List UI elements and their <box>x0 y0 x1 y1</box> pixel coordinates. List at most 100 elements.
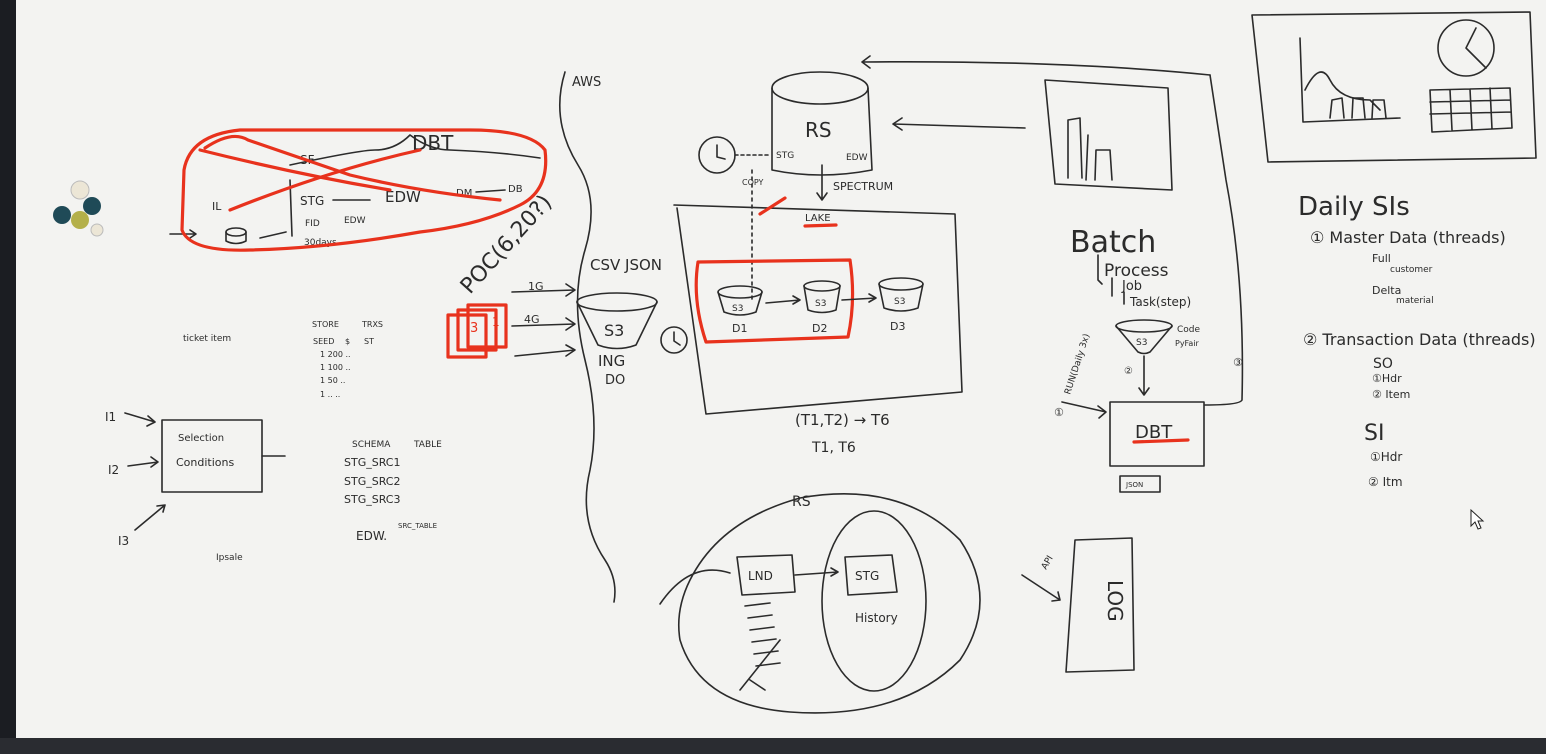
task-label: Task(step) <box>1129 295 1191 309</box>
edw-note-label: SRC_TABLE <box>398 522 437 530</box>
daily-so: SO <box>1373 356 1393 372</box>
days-label: 30days <box>304 238 337 248</box>
s3-d3: S3 <box>894 297 905 307</box>
il-label: IL <box>212 200 222 213</box>
arrow-4g-label: 4G <box>524 313 540 326</box>
process-label: Process <box>1104 261 1169 281</box>
dbt-box <box>1109 401 1205 467</box>
bi-section: ③ <box>861 55 1244 406</box>
table-label: TABLE <box>413 440 442 450</box>
daily-si-hdr: ①Hdr <box>1370 450 1402 464</box>
circled-2-label: ② <box>1124 366 1133 377</box>
stg-label: STG <box>300 194 324 208</box>
lake-section: LAKE S3 D1 S3 D2 S3 D3 <box>673 196 963 415</box>
circled-3-label: ③ <box>1233 356 1243 369</box>
i2-label: I2 <box>108 463 119 477</box>
schema-label: SCHEMA <box>352 440 391 450</box>
stg-src3-label: STG_SRC3 <box>344 493 400 506</box>
edw-label: EDW <box>385 188 421 206</box>
daily-item1a: Full <box>1372 252 1391 265</box>
rs-edw-label: EDW <box>846 153 868 163</box>
daily-item2: ② Transaction Data (threads) <box>1303 330 1536 349</box>
ingestion-section: CSV JSON S3 ING DO <box>576 256 688 388</box>
d1-label: D1 <box>732 322 747 335</box>
i1-label: I1 <box>105 410 116 424</box>
redshift-section: RS STG EDW SPECTRUM COPY <box>698 71 893 301</box>
stg-src2-label: STG_SRC2 <box>344 475 400 488</box>
batch-section: Batch Process Job Task(step) S3 Code PyF… <box>1021 225 1205 673</box>
d3-label: D3 <box>890 320 905 333</box>
batch-s3-label: S3 <box>1136 338 1147 348</box>
board-bottom-frame <box>0 738 1546 754</box>
clock-icon <box>660 326 688 354</box>
ipsale-label: Ipsale <box>216 553 243 563</box>
fid-label: FID <box>305 219 320 229</box>
daily-si: SI <box>1364 421 1384 446</box>
rs-label: RS <box>805 118 832 142</box>
daily-item1b: customer <box>1390 265 1433 275</box>
d2-label: D2 <box>812 322 827 335</box>
daily-si-itm: ② Itm <box>1368 475 1403 489</box>
stg-circle-label: STG <box>855 569 879 583</box>
rs-stg-label: STG <box>776 151 794 161</box>
crossed-out-diagram: DBT SF IL STG EDW DM DB FID EDW 30days <box>169 128 548 252</box>
circled-1-label: ① <box>1054 406 1064 419</box>
code-label: Code <box>1177 325 1201 335</box>
daily-item1: ① Master Data (threads) <box>1310 228 1506 247</box>
poc-box-num: 3 <box>470 321 478 336</box>
poc-box-num2: 1 <box>492 315 500 329</box>
lnd-label: LND <box>748 569 773 583</box>
lake-label: LAKE <box>805 213 831 224</box>
log-label: LOG <box>1103 580 1127 622</box>
mouse-pointer-icon <box>1470 508 1485 530</box>
seed-header: SEED <box>313 337 334 346</box>
formula-label: (T1,T2) → T6 <box>795 411 890 429</box>
s3-ing-label: S3 <box>604 321 624 340</box>
note-row: 1 50 .. <box>320 376 345 385</box>
formula2-label: T1, T6 <box>811 440 856 456</box>
s3-d1: S3 <box>732 304 743 314</box>
daily-so-item: ② Item <box>1372 388 1410 401</box>
stg-src1-label: STG_SRC1 <box>344 456 400 469</box>
col-b-header: ST <box>364 337 374 346</box>
daily-title: Daily SIs <box>1298 192 1410 222</box>
left-notes: ticket item STORE TRXS SEED $ ST 1 200 .… <box>105 320 442 563</box>
ing-label: ING <box>598 352 625 370</box>
job-label: Job <box>1121 279 1142 294</box>
json-label: JSON <box>1125 481 1143 489</box>
daily-item1d: material <box>1396 296 1434 306</box>
dashboard-sketch <box>1251 11 1537 163</box>
selection-label: Selection <box>178 433 224 444</box>
store-header: STORE <box>312 320 339 329</box>
note-row: 1 200 .. <box>320 350 351 359</box>
note-row: 1 .. .. <box>320 390 340 399</box>
col-a-header: $ <box>345 337 350 346</box>
aws-label: AWS <box>572 75 601 90</box>
history-label: History <box>855 611 898 625</box>
dm-label: DM <box>456 188 472 199</box>
spectrum-label: SPECTRUM <box>833 180 893 193</box>
batch-title: Batch <box>1070 225 1156 260</box>
magnet-cluster-icon <box>53 180 104 237</box>
copy-label: COPY <box>742 178 764 187</box>
daily-sis-section: Daily SIs ① Master Data (threads) Full c… <box>1298 192 1536 489</box>
edw-small-label: EDW <box>344 216 366 226</box>
note-row: 1 100 .. <box>320 363 351 372</box>
rs-circle-label: RS <box>792 494 811 510</box>
do-label: DO <box>605 373 625 388</box>
rs-circle-section: RS LND STG History <box>659 493 981 714</box>
trxs-header: TRXS <box>361 320 383 329</box>
arrow-1g-label: 1G <box>528 280 544 293</box>
board-surface <box>16 0 1546 738</box>
conditions-label: Conditions <box>176 456 234 469</box>
edw-label: EDW. <box>356 529 387 543</box>
db-label: DB <box>508 184 523 195</box>
dbt-box-label: DBT <box>1135 422 1173 443</box>
ticket-item-label: ticket item <box>183 334 231 344</box>
i3-label: I3 <box>118 534 129 548</box>
aws-boundary: AWS <box>558 71 616 603</box>
daily-so-hdr: ①Hdr <box>1372 372 1402 385</box>
s3-d2: S3 <box>815 299 826 309</box>
pyfair-label: PyFair <box>1175 339 1200 348</box>
